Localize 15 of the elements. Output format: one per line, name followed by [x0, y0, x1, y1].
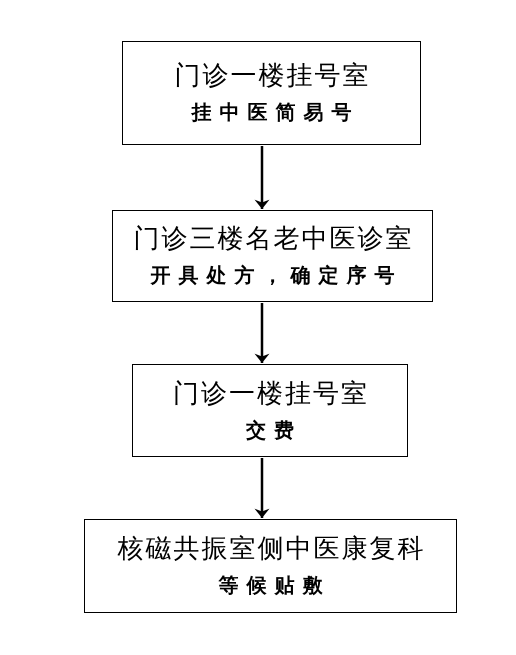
location-text: 门诊一楼挂号室 — [174, 61, 370, 91]
task-text: 等候贴敷 — [218, 574, 330, 598]
process-box — [132, 364, 408, 457]
arrow — [254, 303, 270, 363]
arrow — [254, 146, 270, 209]
process-box — [112, 210, 433, 302]
location-text: 门诊三楼名老中医诊室 — [132, 224, 414, 254]
task-text: 挂中医简易号 — [190, 101, 360, 125]
process-box — [84, 519, 457, 613]
location-text: 核磁共振室侧中医康复科 — [116, 534, 426, 564]
arrow — [254, 458, 270, 518]
task-text: 开具处方，确定序号 — [149, 264, 402, 288]
task-text: 交费 — [245, 418, 302, 442]
location-text: 门诊一楼挂号室 — [172, 378, 369, 408]
process-box — [122, 41, 421, 145]
